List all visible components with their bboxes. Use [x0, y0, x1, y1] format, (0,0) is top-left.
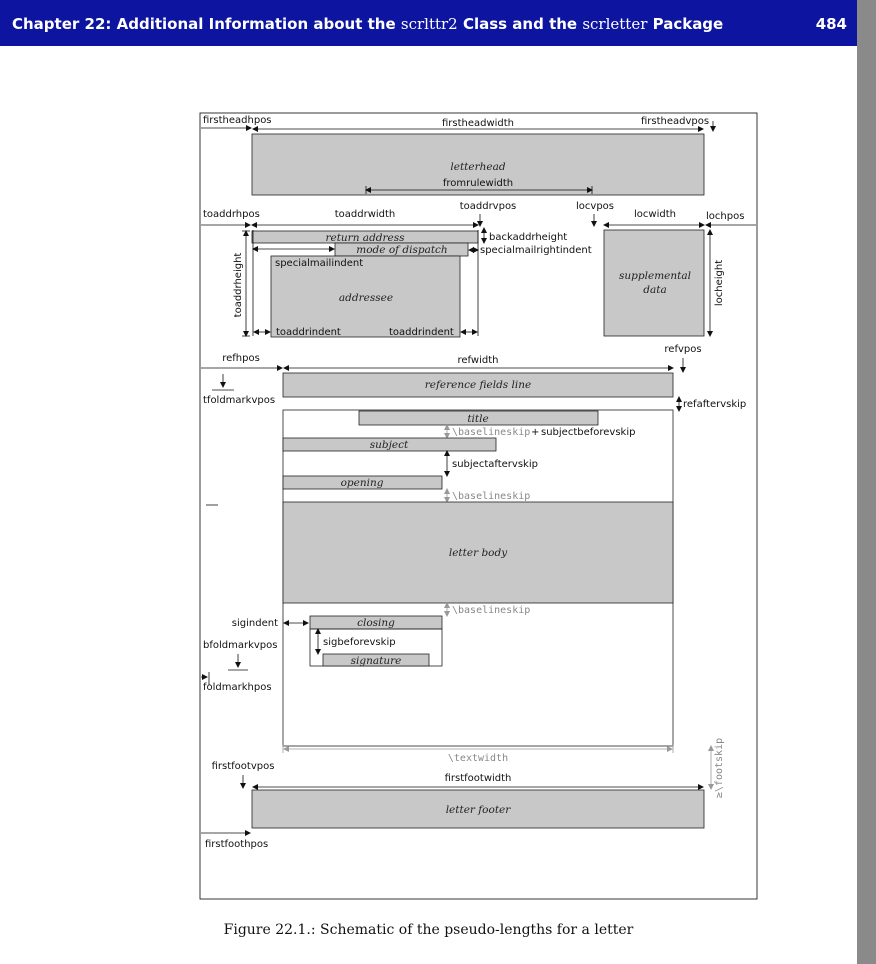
label-specialmailrightindent: specialmailrightindent	[480, 245, 592, 256]
chapter-title: Chapter 22: Additional Information about…	[12, 15, 724, 33]
reference-fields-line-box	[282, 372, 674, 398]
opening-label: opening	[341, 477, 384, 489]
signature-box	[322, 653, 430, 667]
label-refhpos: refhpos	[222, 353, 260, 364]
addressee-label: addressee	[339, 292, 393, 304]
subject-label: subject	[370, 439, 409, 451]
document-page: Chapter 22: Additional Information about…	[0, 0, 857, 964]
label-plus-sign: +	[531, 427, 539, 438]
label-toaddrheight: toaddrheight	[233, 253, 244, 318]
label-firstheadvpos: firstheadvpos	[641, 116, 709, 127]
label-firstfootwidth: firstfootwidth	[445, 773, 512, 784]
label-toaddrhpos: toaddrhpos	[203, 209, 260, 220]
label-specialmailindent: specialmailindent	[275, 258, 363, 269]
label-textwidth: \textwidth	[448, 753, 508, 764]
label-locwidth: locwidth	[634, 209, 676, 220]
label-baselineskip-body: \baselineskip	[452, 491, 530, 502]
subject-box	[282, 437, 497, 452]
letter-schematic-figure: firstheadhpos firstheadwidth firstheadvp…	[199, 112, 758, 900]
letter-footer-box	[251, 789, 705, 829]
label-subjectbeforevskip: subjectbeforevskip	[541, 427, 635, 438]
letter-footer-label: letter footer	[446, 804, 512, 816]
label-firstheadwidth: firstheadwidth	[442, 118, 514, 129]
letterhead-box	[251, 133, 705, 196]
class-name: scrlttr2	[400, 15, 458, 33]
return-address-label: return address	[325, 232, 405, 244]
label-foldmarkhpos: foldmarkhpos	[203, 682, 272, 693]
label-toaddrwidth: toaddrwidth	[335, 209, 396, 220]
running-header: Chapter 22: Additional Information about…	[0, 0, 857, 46]
label-locvpos: locvpos	[576, 201, 614, 212]
letter-body-label: letter body	[449, 547, 508, 559]
label-locheight: locheight	[714, 260, 725, 306]
label-backaddrheight: backaddrheight	[489, 232, 567, 243]
label-tfoldmarkvpos: tfoldmarkvpos	[203, 395, 275, 406]
label-toaddrindent-right: toaddrindent	[389, 327, 454, 338]
paper-outline	[199, 112, 758, 900]
label-sigindent: sigindent	[232, 618, 278, 629]
label-toaddrvpos: toaddrvpos	[460, 201, 517, 212]
reference-fields-line-label: reference fields line	[425, 379, 531, 391]
label-refaftervskip: refaftervskip	[683, 399, 746, 410]
mode-of-dispatch-label: mode of dispatch	[356, 244, 447, 256]
label-firstheadhpos: firstheadhpos	[203, 115, 272, 126]
label-bfoldmarkvpos: bfoldmarkvpos	[203, 640, 277, 651]
label-firstfoothpos: firstfoothpos	[205, 839, 268, 850]
supplemental-label: supplemental	[619, 270, 691, 282]
label-sigbeforevskip: sigbeforevskip	[323, 637, 396, 648]
closing-label: closing	[357, 617, 395, 629]
label-toaddrindent-left: toaddrindent	[276, 327, 341, 338]
label-subjectaftervskip: subjectaftervskip	[452, 459, 538, 470]
label-footskip: ≥\footskip	[714, 738, 725, 798]
page-number: 484	[815, 15, 847, 33]
package-name: scrletter	[582, 15, 648, 33]
label-refwidth: refwidth	[458, 355, 499, 366]
opening-box	[282, 475, 443, 490]
label-baselineskip-subject: \baselineskip	[452, 427, 530, 438]
title-label: title	[467, 413, 488, 425]
label-lochpos: lochpos	[706, 211, 744, 222]
label-firstfootvpos: firstfootvpos	[212, 761, 275, 772]
data-label: data	[643, 284, 666, 296]
title-box	[358, 410, 599, 426]
supplemental-data-box	[603, 229, 705, 337]
letterhead-label: letterhead	[450, 161, 505, 173]
signature-label: signature	[351, 655, 402, 667]
letter-body-box	[282, 501, 674, 604]
label-baselineskip-closing: \baselineskip	[452, 605, 530, 616]
addressee-box	[270, 255, 461, 338]
figure-caption: Figure 22.1.: Schematic of the pseudo-le…	[223, 922, 634, 938]
label-refvpos: refvpos	[664, 344, 701, 355]
label-fromrulewidth: fromrulewidth	[443, 178, 513, 189]
